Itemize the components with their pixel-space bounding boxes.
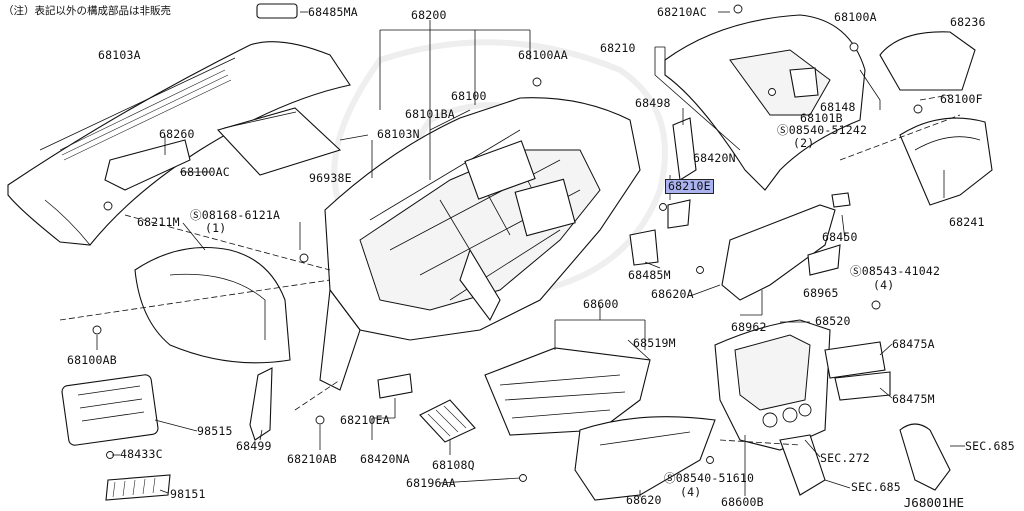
dashboard-frame-68200 [319, 97, 641, 391]
label-68108q[interactable]: 68108Q [432, 458, 475, 472]
part-68475a [824, 341, 886, 379]
label-68210ac[interactable]: 68210AC [657, 5, 707, 19]
note-text: （注）表記以外の構成部品は非販売 [3, 5, 171, 17]
label-68211m[interactable]: 68211M [137, 215, 180, 229]
label-68236[interactable]: 68236 [950, 15, 986, 29]
label-68519m[interactable]: 68519M [633, 336, 676, 350]
label-68101b[interactable]: 68101B [800, 111, 843, 125]
label-68620[interactable]: 68620 [626, 493, 662, 507]
label-sec272[interactable]: SEC.272 [820, 451, 870, 465]
label-68200[interactable]: 68200 [411, 8, 447, 22]
label-68520[interactable]: 68520 [815, 314, 851, 328]
clip-68450 [831, 192, 851, 208]
label-08168-6121a[interactable]: Ⓢ08168-6121A [190, 208, 281, 222]
label-68210ab[interactable]: 68210AB [287, 452, 337, 466]
label-68962[interactable]: 68962 [731, 320, 767, 334]
label-68100aa[interactable]: 68100AA [518, 48, 568, 62]
leader-lines [96, 11, 965, 497]
label-08543-41042[interactable]: Ⓢ08543-41042 [850, 264, 941, 278]
label-68475m[interactable]: 68475M [892, 392, 935, 406]
label-68100ac[interactable]: 68100AC [180, 165, 230, 179]
label-68103n[interactable]: 68103N [377, 127, 420, 141]
label-08543-41042-number: 08543-41042 [861, 264, 941, 278]
label-98515[interactable]: 98515 [197, 424, 233, 438]
glove-lid-68620 [574, 416, 716, 501]
label-68420na[interactable]: 68420NA [360, 452, 410, 466]
label-68100a[interactable]: 68100A [834, 10, 877, 24]
meter-hood-68241 [899, 117, 993, 206]
diagram-code: J68001HE [903, 495, 964, 510]
center-cluster-68520 [714, 319, 831, 451]
label-08168-6121a-qty: (1) [205, 221, 227, 235]
label-68420n[interactable]: 68420N [693, 151, 736, 165]
part-68475m [834, 371, 891, 401]
label-68101ba[interactable]: 68101BA [405, 107, 455, 121]
label-68210e[interactable]: 68210E [665, 179, 714, 194]
part-98151 [105, 474, 171, 501]
cover-68236 [879, 31, 976, 91]
bracket-68498 [672, 117, 697, 181]
label-sec685-b[interactable]: SEC.685 [851, 480, 901, 494]
lower-cover-68962 [721, 204, 836, 301]
label-68620a[interactable]: 68620A [651, 287, 694, 301]
trim-68965 [807, 244, 841, 276]
label-68475a[interactable]: 68475A [892, 337, 935, 351]
label-68600b[interactable]: 68600B [721, 495, 764, 509]
part-68210ea [377, 373, 413, 399]
label-68148[interactable]: 68148 [820, 100, 856, 114]
label-68600[interactable]: 68600 [583, 297, 619, 311]
label-68241[interactable]: 68241 [949, 215, 985, 229]
trim-68499 [249, 367, 273, 441]
clip-68210e [667, 199, 691, 229]
lid-68103n [216, 107, 342, 176]
label-68485ma[interactable]: 68485MA [308, 5, 358, 19]
cluster-lid-68210 [664, 14, 866, 191]
label-68450[interactable]: 68450 [822, 230, 858, 244]
label-68260[interactable]: 68260 [159, 127, 195, 141]
label-68196aa[interactable]: 68196AA [406, 476, 456, 490]
label-68210ea[interactable]: 68210EA [340, 413, 390, 427]
part-68108q [419, 399, 476, 443]
screws [92, 4, 923, 482]
vent-68485m [629, 229, 659, 266]
bracket-68260 [104, 139, 191, 191]
label-68210[interactable]: 68210 [600, 41, 636, 55]
label-08540-51242-qty: (2) [793, 136, 815, 150]
label-08540-51242[interactable]: Ⓢ08540-51242 [777, 123, 868, 137]
label-08540-51610-qty: (4) [680, 485, 702, 499]
label-68485m[interactable]: 68485M [628, 268, 671, 282]
label-68499[interactable]: 68499 [236, 439, 272, 453]
label-sec685-a[interactable]: SEC.685 [965, 439, 1015, 453]
label-68103a[interactable]: 68103A [98, 48, 141, 62]
side-panel-68211m [134, 246, 291, 364]
label-08540-51610-number: 08540-51610 [675, 471, 755, 485]
dashed-lines [59, 94, 961, 446]
label-68100ab[interactable]: 68100AB [67, 353, 117, 367]
label-08540-51242-number: 08540-51242 [788, 123, 868, 137]
vent-68485ma [256, 3, 298, 19]
label-08543-41042-qty: (4) [873, 278, 895, 292]
vent-sec685-right [899, 423, 951, 491]
label-98151[interactable]: 98151 [170, 487, 206, 501]
airbag-98515 [61, 374, 159, 446]
label-08540-51610[interactable]: Ⓢ08540-51610 [664, 471, 755, 485]
label-96938e[interactable]: 96938E [309, 171, 352, 185]
label-08168-6121a-number: 08168-6121A [201, 208, 281, 222]
label-68100f[interactable]: 68100F [940, 92, 983, 106]
label-68965[interactable]: 68965 [803, 286, 839, 300]
label-68100[interactable]: 68100 [451, 89, 487, 103]
label-68498[interactable]: 68498 [635, 96, 671, 110]
label-48433c[interactable]: 48433C [120, 447, 163, 461]
